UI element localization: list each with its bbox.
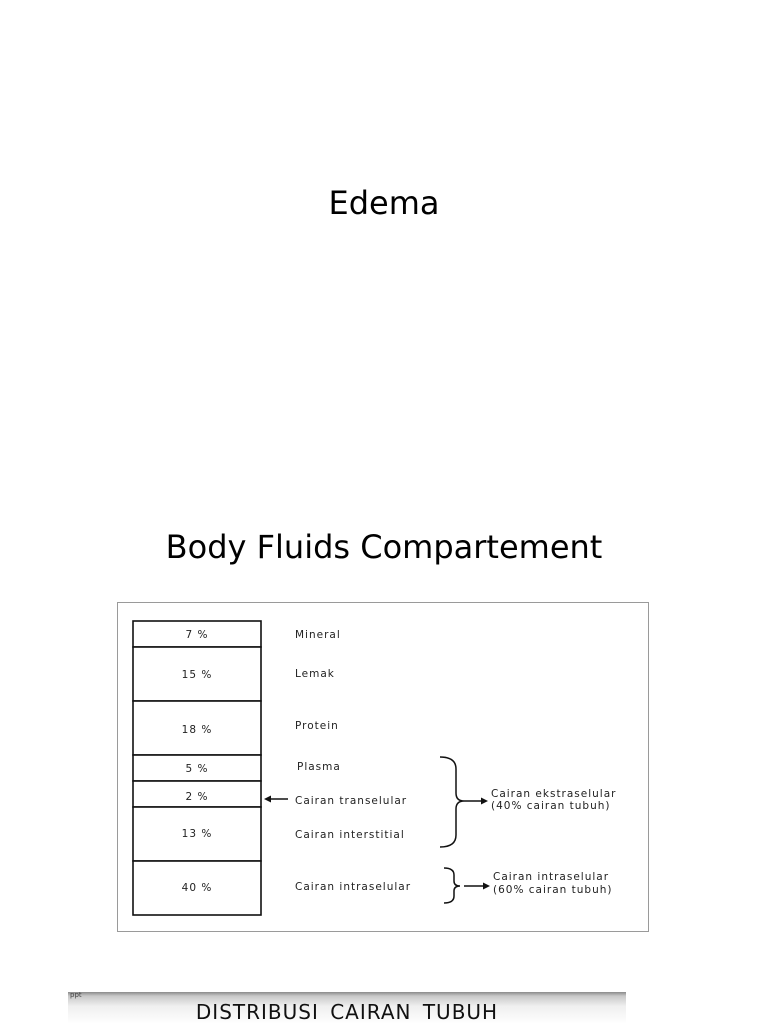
percent-protein: 18 % bbox=[182, 724, 213, 736]
left-arrow-icon bbox=[264, 795, 288, 803]
body-fluid-diagram: 7 % 15 % 18 % 5 % 2 % 13 % 40 % Mineral … bbox=[117, 602, 649, 932]
extracellular-percent: (40% cairan tubuh) bbox=[491, 800, 610, 812]
label-lemak: Lemak bbox=[295, 668, 335, 680]
segment-box-lemak bbox=[132, 646, 262, 702]
footer-mark: ppt bbox=[70, 991, 82, 999]
percent-lemak: 15 % bbox=[182, 669, 213, 681]
label-plasma: Plasma bbox=[297, 761, 341, 773]
right-arrow-icon bbox=[464, 882, 490, 890]
intracellular-brace-icon bbox=[443, 867, 461, 904]
slide-subtitle: Body Fluids Compartement bbox=[165, 528, 603, 566]
percent-interstitial: 13 % bbox=[182, 828, 213, 840]
slide-title: Edema bbox=[328, 184, 440, 222]
intracellular-percent: (60% cairan tubuh) bbox=[493, 884, 612, 896]
segment-box-protein bbox=[132, 700, 262, 756]
percent-plasma: 5 % bbox=[186, 763, 209, 775]
segment-box-plasma bbox=[132, 754, 262, 782]
label-intraselular: Cairan intraselular bbox=[295, 881, 411, 893]
footer-bar: ppt DISTRIBUSI CAIRAN TUBUH bbox=[68, 991, 626, 1024]
percent-mineral: 7 % bbox=[186, 629, 209, 641]
percent-intraselular: 40 % bbox=[182, 882, 213, 894]
extracellular-brace-icon bbox=[439, 756, 465, 848]
label-interstitial: Cairan interstitial bbox=[295, 829, 405, 841]
segment-box-interstitial bbox=[132, 806, 262, 862]
label-mineral: Mineral bbox=[295, 629, 341, 641]
right-arrow-icon bbox=[464, 797, 488, 805]
label-transelular: Cairan transelular bbox=[295, 795, 407, 807]
segment-box-mineral bbox=[132, 620, 262, 648]
intracellular-label: Cairan intraselular bbox=[493, 871, 609, 883]
column bbox=[132, 620, 262, 916]
label-protein: Protein bbox=[295, 720, 339, 732]
extracellular-label: Cairan ekstraselular bbox=[491, 788, 616, 800]
diagram-canvas: 7 % 15 % 18 % 5 % 2 % 13 % 40 % Mineral … bbox=[132, 620, 616, 916]
segment-box-intraselular bbox=[132, 860, 262, 916]
footer-caption: DISTRIBUSI CAIRAN TUBUH bbox=[195, 1000, 499, 1024]
percent-transelular: 2 % bbox=[186, 791, 209, 803]
